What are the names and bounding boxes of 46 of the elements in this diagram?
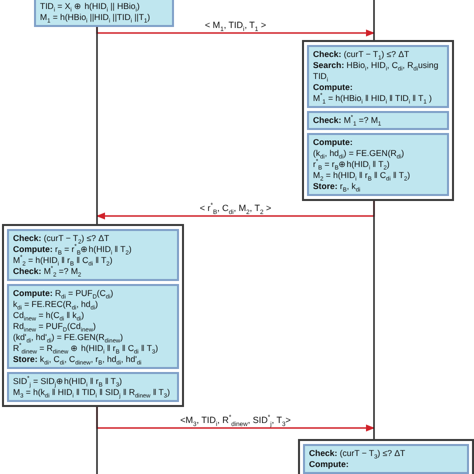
formula-panel [307, 111, 449, 130]
formula-text: Check: (curT − T$_{1}$) ≤? ΔT [313, 49, 410, 60]
formula-text: M$_{3}$ = h(k$_{di}$ ‖ HID$_{i}$ ‖ TID$_{i}$ ‖ SID$_{j}$ ‖ R$_{dinew}$ ‖ T$_{3}$) [13, 387, 171, 398]
formula-text: TID$_{i}$ = X$_{i}$ ⊕ h(HID$_{i}$ || HBio$_{i}$) [40, 1, 140, 12]
formula-text: M$_{1}$ = h(HBio$_{i}$ ||HID$_{i}$ ||TID$_{i}$ ||T$_{1}$) [40, 12, 152, 23]
formula-text: Check: M$^{*}$$_{1}$ =? M$_{1}$ [313, 115, 382, 126]
lifeline [373, 201, 375, 439]
frame-box [302, 40, 454, 201]
formula-panel [307, 133, 449, 196]
formula-text: M$_{2}$ = h(HID$_{i}$ ‖ r$_{B}$ ‖ C$_{di}$ ‖ T$_{2}$) [313, 170, 412, 181]
formula-text: Check: (curT − T$_{2}$) ≤? ΔT [13, 233, 110, 244]
formula-text: Compute: [313, 82, 354, 92]
formula-text: Store: r$_{B}$, k$_{di}$ [313, 181, 362, 192]
formula-text: Check: M$^{*}$$_{2}$ =? M$_{2}$ [13, 266, 82, 277]
formula-text: R$^{*}$$_{dinew}$ = R$_{dinew}$ ⊕ h(HID$_{i}$ ‖ r$_{B}$ ‖ C$_{di}$ ‖ T$_{3}$) [13, 343, 160, 354]
formula-text: k$_{di}$ = FE.REC(R$_{di}$, hd$_{di}$) [13, 299, 99, 310]
lifeline [373, 0, 375, 40]
formula-text: M$^{*}$$_{2}$ = h(HID$_{i}$ ‖ r$_{B}$ ‖ C$_{di}$ ‖ T$_{2}$) [13, 255, 114, 266]
edge-label: < M$_{1}$, TID$_{i}$, T$_{1}$ > [202, 20, 268, 31]
formula-panel [7, 284, 179, 369]
message-arrow [96, 27, 375, 37]
formula-panel [307, 45, 449, 108]
lifeline [96, 27, 98, 224]
formula-text: Compute: R$_{di}$ = PUF$_{D}$(C$_{di}$) [13, 288, 114, 299]
formula-text: Check: (curT − T$_{3}$) ≤? ΔT [309, 448, 406, 459]
formula-text: r$^{*}$$_{B}$ = r$_{B}$⊕h(HID$_{i}$ ‖ T$_{2}$) [313, 159, 391, 170]
edge-label: < r$^{*}$$_{B}$, C$_{di}$, M$_{2}$, T$_{2}$ > [198, 203, 274, 214]
formula-text: Compute: r$_{B}$ = r$^{*}$$_{B}$⊕h(HID$_{i}$ ‖ T$_{2}$) [13, 244, 133, 255]
frame-box [2, 224, 184, 407]
formula-text: M$^{*}$$_{1}$ = h(HBio$_{i}$ ‖ HID$_{i}$ ‖ TID$_{i}$ ‖ T$_{1}$ ) [313, 93, 433, 104]
formula-text: (k$_{di}$, hd$_{di}$) = FE.GEN(R$_{di}$) [313, 148, 406, 159]
formula-panel [7, 229, 179, 281]
edge-label: <M$_{3}$, TID$_{i}$, R$^{*}$$_{dinew}$, SID$^{*}$$_{j}$, T$_{3}$> [178, 415, 293, 426]
formula-text: Store: k$_{di}$, C$_{di}$, C$_{dinew}$, r$_{B}$, hd$_{di}$, hd'$_{di}$ [13, 354, 142, 365]
formula-panel [34, 0, 174, 27]
lifeline [96, 407, 98, 474]
frame-box [298, 439, 474, 474]
formula-text: Cd$_{inew}$ = h(C$_{di}$ ‖ k$_{di}$) [13, 310, 86, 321]
formula-panel [303, 444, 469, 474]
formula-text: Search: HBio$_{i}$, HID$_{i}$, C$_{di}$, R$_{di}$using TID$_{i}$ [313, 60, 440, 82]
formula-text: (kd'$_{di}$, hd'$_{di}$) = FE.GEN(R$_{dinew}$) [13, 332, 123, 343]
formula-text: Rd$_{inew}$ = PUF$_{D}$(Cd$_{inew}$) [13, 321, 96, 332]
formula-text: Compute: [313, 137, 354, 148]
formula-text: Compute: [309, 459, 350, 470]
formula-panel [7, 372, 179, 402]
formula-text: SID$^{*}$$_{j}$ = SID$_{j}$⊕h(HID$_{i}$ ‖ r$_{B}$ ‖ T$_{3}$) [13, 376, 124, 387]
